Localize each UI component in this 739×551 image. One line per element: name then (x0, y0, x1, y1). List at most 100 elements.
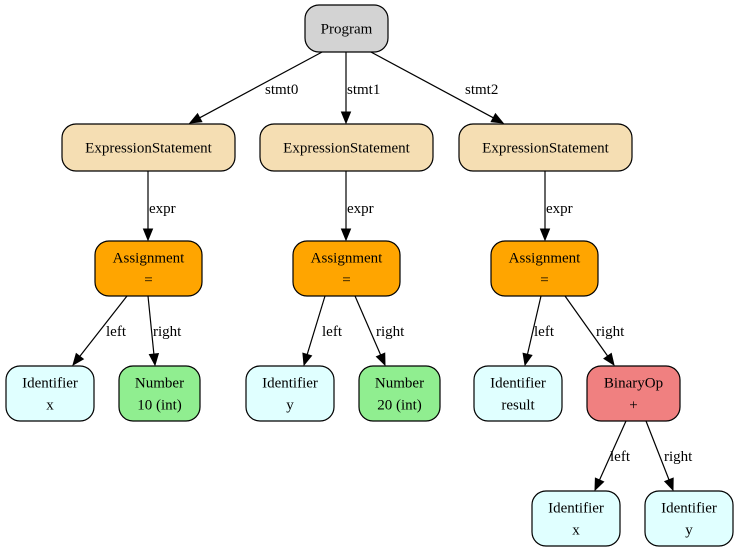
node-value-label: x (46, 398, 54, 414)
node-type-label: Number (375, 376, 424, 392)
node-type-label: Identifier (490, 376, 546, 392)
edge-program-to-stmt1: stmt1 (340, 52, 380, 125)
edge-label-left: left (534, 324, 555, 340)
number-node-box (358, 365, 441, 422)
identifier-node-box (531, 490, 621, 547)
identifier-node-box (245, 365, 335, 422)
identifier-node-box (473, 365, 563, 422)
edge-assign1-to-ident_y: left (302, 295, 343, 367)
node-type-label: Program (321, 22, 373, 38)
node-value-label: + (629, 398, 637, 414)
edges-layer: stmt0 stmt1 stmt2 expr expr expr left right left… (72, 50, 693, 492)
arrowhead (490, 112, 505, 124)
node-binop-y: Identifier y (644, 490, 734, 547)
arrowhead (594, 477, 605, 492)
arrowhead (148, 353, 160, 367)
edge-assign0-to-ident_x: left (72, 295, 128, 367)
node-type-label: Identifier (22, 376, 78, 392)
edge-label-stmt2: stmt2 (465, 82, 498, 98)
edge-label-left: left (106, 324, 127, 340)
edge-label-right: right (153, 324, 182, 340)
statement-node-box (259, 123, 434, 172)
node-type-label: Number (135, 376, 184, 392)
node-stmt0: ExpressionStatement (61, 123, 236, 172)
assignment-node-box (292, 240, 401, 297)
node-value-label: = (342, 273, 350, 289)
edge-stmt0-to-assign0: expr (142, 171, 176, 242)
edge-stmt2-to-assign2: expr (539, 171, 573, 242)
node-assign1: Assignment = (292, 240, 401, 297)
edge-line (354, 295, 382, 356)
node-type-label: Identifier (661, 501, 717, 517)
edge-assign2-to-binop: right (564, 295, 625, 367)
node-type-label: ExpressionStatement (283, 141, 410, 157)
edge-assign1-to-num_20: right (354, 295, 405, 367)
edge-line (79, 295, 128, 357)
arrowhead (340, 228, 352, 242)
arrowhead (539, 228, 551, 242)
edge-program-to-stmt2: stmt2 (368, 50, 505, 124)
identifier-node-box (644, 490, 734, 547)
node-ident-x: Identifier x (5, 365, 95, 422)
edge-program-to-stmt0: stmt0 (188, 50, 325, 124)
node-num-10: Number 10 (int) (118, 365, 201, 422)
node-ident-y: Identifier y (245, 365, 335, 422)
assignment-node-box (490, 240, 599, 297)
identifier-node-box (5, 365, 95, 422)
node-value-label: y (286, 398, 294, 414)
node-type-label: ExpressionStatement (482, 141, 609, 157)
node-value-label: 10 (int) (137, 398, 182, 414)
edge-label-left: left (610, 449, 631, 465)
program-node-box (304, 4, 389, 53)
edge-label-right: right (596, 324, 625, 340)
edge-line (564, 295, 609, 357)
statement-node-box (458, 123, 633, 172)
node-value-label: y (685, 523, 693, 539)
edge-line (526, 295, 542, 355)
edge-stmt1-to-assign1: expr (340, 171, 374, 242)
edge-label-expr: expr (347, 201, 374, 217)
edge-label-right: right (376, 324, 405, 340)
arrowhead (340, 111, 352, 125)
arrowhead (188, 112, 203, 124)
node-stmt1: ExpressionStatement (259, 123, 434, 172)
node-type-label: Assignment (113, 251, 186, 267)
edge-label-stmt1: stmt1 (347, 82, 380, 98)
node-binop-x: Identifier x (531, 490, 621, 547)
edge-label-right: right (664, 449, 693, 465)
arrowhead (72, 352, 85, 367)
edge-line (368, 50, 494, 119)
node-type-label: Identifier (548, 501, 604, 517)
edge-line (147, 295, 155, 355)
node-type-label: BinaryOp (604, 376, 663, 392)
edge-binop-to-binop_y: right (645, 420, 693, 492)
node-value-label: result (501, 398, 535, 414)
node-type-label: Assignment (311, 251, 384, 267)
node-binop: BinaryOp + (586, 365, 681, 422)
node-assign2: Assignment= (490, 240, 599, 297)
node-type-label: ExpressionStatement (85, 141, 212, 157)
node-type-label: Identifier (262, 376, 318, 392)
edge-line (598, 420, 627, 481)
edge-line (306, 295, 326, 355)
node-ident-result: Identifier result (473, 365, 563, 422)
node-stmt2: ExpressionStatement (458, 123, 633, 172)
edge-label-left: left (322, 324, 343, 340)
assignment-node-box (94, 240, 203, 297)
node-program: Program (304, 4, 389, 53)
node-value-label: = (144, 273, 152, 289)
node-value-label: x (572, 523, 580, 539)
edge-label-stmt0: stmt0 (265, 82, 298, 98)
node-assign0: Assignment = (94, 240, 203, 297)
arrowhead (603, 352, 615, 367)
edge-label-expr: expr (149, 201, 176, 217)
edge-assign2-to-ident_result: left (522, 295, 555, 367)
statement-node-box (61, 123, 236, 172)
arrowhead (142, 228, 154, 242)
arrowhead (663, 477, 674, 492)
node-type-label: Assignment (509, 251, 582, 267)
edge-assign0-to-num_10: right (147, 295, 182, 367)
